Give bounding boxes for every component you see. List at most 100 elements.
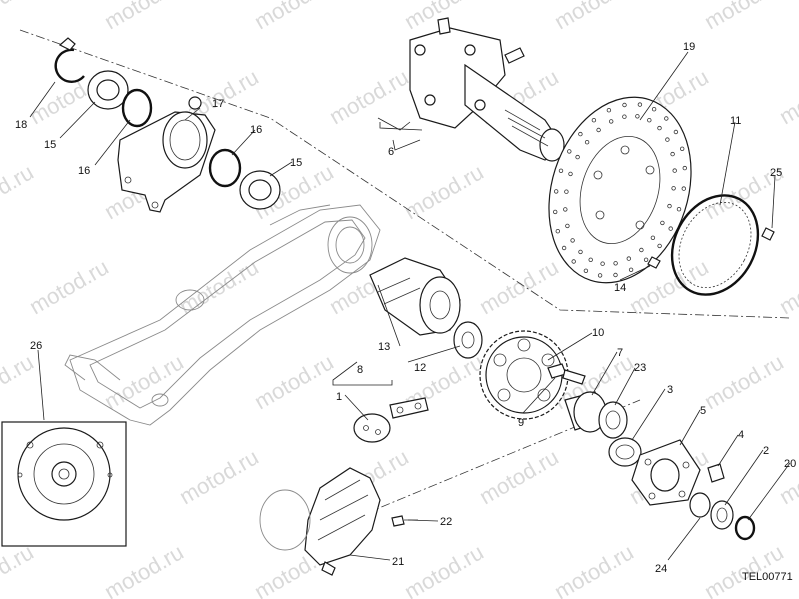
part-16-oring-lower[interactable]	[208, 148, 242, 188]
part-15-spacer-ring-upper[interactable]	[87, 70, 129, 110]
part-24-washer[interactable]	[689, 492, 711, 518]
watermark-text: motod.ru	[0, 349, 38, 414]
callout-4: 4	[738, 429, 744, 441]
callout-1: 1	[336, 391, 342, 403]
callout-15: 15	[44, 139, 56, 151]
callout-26: 26	[30, 340, 42, 352]
callout-24: 24	[655, 563, 667, 575]
part-6-hub-shaft[interactable]	[409, 17, 566, 162]
callout-6: 6	[388, 146, 394, 158]
watermark-text: motod.ru	[250, 0, 338, 34]
part-23-spacer-tube[interactable]	[598, 401, 628, 439]
callout-8: 8	[357, 364, 363, 376]
watermark-text: motod.ru	[700, 0, 788, 34]
part-11-sensor-ring[interactable]	[655, 180, 774, 309]
brake-disc-hole	[651, 106, 657, 112]
part-4-nut[interactable]	[707, 463, 725, 483]
brake-disc-hole	[673, 129, 679, 135]
callout-13: 13	[378, 341, 390, 353]
part-15-spacer-ring-lower[interactable]	[239, 170, 281, 210]
callout-5: 5	[700, 405, 706, 417]
part-3-seal[interactable]	[608, 437, 642, 467]
part-10-sprocket[interactable]	[479, 330, 569, 420]
callout-16: 16	[78, 165, 90, 177]
brake-disc-hole	[558, 168, 564, 173]
callout-14: 14	[614, 282, 626, 294]
watermark-text: motod.ru	[0, 0, 38, 34]
part-22-screw[interactable]	[391, 515, 418, 527]
part-9-stud[interactable]	[547, 363, 586, 385]
callout-9: 9	[518, 417, 524, 429]
brake-disc-hole	[672, 168, 677, 173]
brake-disc-hole	[564, 189, 569, 194]
brake-disc-hole	[681, 186, 686, 191]
part-26-inset-detail[interactable]	[1, 421, 127, 547]
brake-disc-hole	[639, 247, 644, 253]
watermark-text: motod.ru	[475, 254, 563, 319]
brake-disc-hole	[682, 165, 687, 171]
brake-disc-hole	[584, 139, 590, 145]
callout-25: 25	[770, 167, 782, 179]
brake-disc-hole	[664, 116, 669, 121]
brake-disc-hole	[657, 125, 662, 131]
watermark-text: motod.ru	[0, 539, 38, 599]
watermark-text: motod.ru	[400, 159, 488, 224]
callout-labels: 18 15 16 17 16 15 6 19 11 25 14 13 12 10…	[15, 41, 796, 575]
brake-disc-hole	[676, 206, 682, 212]
part-19-brake-disc[interactable]	[526, 79, 714, 302]
watermark-text: motod.ru	[250, 349, 338, 414]
brake-disc-hole	[561, 245, 567, 251]
brake-disc-hole	[643, 257, 649, 262]
brake-disc-hole	[613, 261, 618, 266]
callout-2: 2	[763, 445, 769, 457]
brake-disc-hole	[680, 146, 685, 151]
part-8-chain-link-kit[interactable]	[353, 397, 429, 443]
part-16-oring-upper[interactable]	[121, 88, 153, 128]
brake-disc-hole	[583, 268, 589, 273]
brake-disc-hole	[596, 127, 601, 133]
watermark-text: motod.ru	[100, 0, 188, 34]
part-21-chain-guard[interactable]	[259, 467, 381, 576]
callout-19: 19	[683, 41, 695, 53]
brake-disc-hole	[567, 149, 572, 154]
brake-disc-hole	[670, 151, 675, 157]
brake-disc-hole	[647, 117, 652, 123]
part-2-axle-nut[interactable]	[710, 500, 734, 530]
brake-disc-hole	[555, 228, 560, 234]
watermark-text: motod.ru	[700, 539, 788, 599]
callout-3: 3	[667, 384, 673, 396]
brake-disc-hole	[665, 137, 670, 142]
brake-disc-hole	[563, 207, 568, 212]
brake-disc-hole	[635, 114, 640, 119]
brake-disc-hole	[575, 154, 580, 160]
leader-lines	[29, 51, 791, 561]
part-12-spacer[interactable]	[453, 321, 483, 359]
part-17-bracket-plate[interactable]	[117, 96, 216, 213]
watermark-text: motod.ru	[475, 444, 563, 509]
callout-20: 20	[784, 458, 796, 470]
brake-disc-hole	[626, 256, 631, 261]
callout-17: 17	[212, 98, 224, 110]
watermark-text: motod.ru	[100, 539, 188, 599]
brake-disc-hole	[637, 102, 643, 107]
callout-21: 21	[392, 556, 404, 568]
part-7-bearing[interactable]	[564, 391, 607, 433]
part-14-bolt[interactable]	[647, 256, 661, 269]
part-25-screw[interactable]	[761, 227, 775, 241]
part-13-cush-drive-hub[interactable]	[369, 257, 461, 336]
swingarm-outline	[64, 204, 381, 426]
brake-disc-hole	[554, 189, 559, 194]
brake-disc-hole	[668, 226, 673, 231]
part-5-flange[interactable]	[631, 439, 701, 506]
watermark-text: motod.ru	[550, 539, 638, 599]
brake-disc-hole	[578, 249, 583, 255]
brake-disc-holes	[553, 102, 687, 278]
watermark-text: motod.ru	[700, 349, 788, 414]
callout-22: 22	[440, 516, 452, 528]
brake-disc-hole	[597, 273, 603, 278]
part-18-circlip[interactable]	[54, 37, 85, 83]
callout-7: 7	[617, 347, 623, 359]
part-20-snap-ring[interactable]	[734, 515, 756, 541]
brake-disc-hole	[671, 186, 676, 191]
brake-disc-hole	[570, 238, 575, 243]
